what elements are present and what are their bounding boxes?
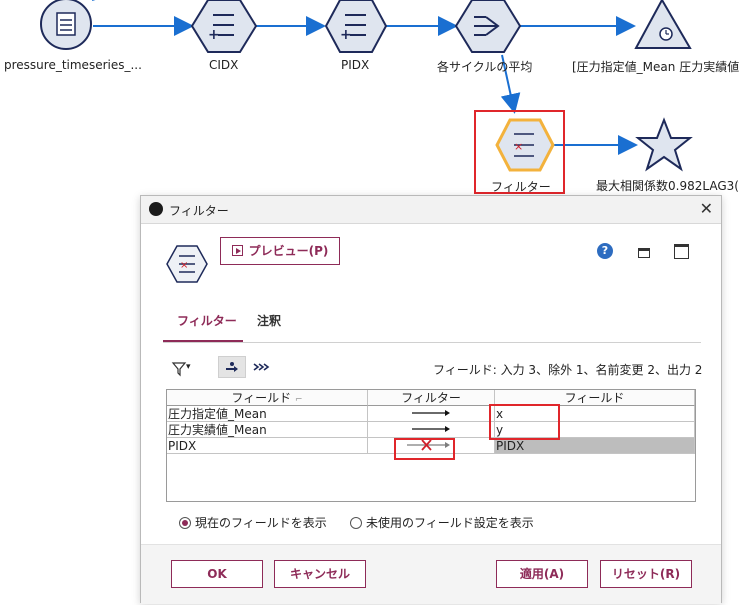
remove-arrow-icon bbox=[407, 439, 450, 451]
radio-show-unused-fields[interactable]: 未使用のフィールド設定を表示 bbox=[350, 514, 534, 531]
table-row-field[interactable]: 圧力指定値_Mean bbox=[167, 406, 368, 422]
preview-button[interactable]: プレビュー(P) bbox=[220, 237, 340, 265]
radio-checked-icon bbox=[179, 517, 191, 529]
node-label-star: 最大相関係数0.982LAG3( bbox=[596, 179, 739, 193]
node-label-pidx: PIDX bbox=[341, 58, 370, 72]
maximize-icon[interactable] bbox=[674, 244, 689, 259]
node-label-source: pressure_timeseries_... bbox=[4, 58, 142, 72]
dialog-titlebar: フィルター ✕ bbox=[141, 196, 721, 224]
table-row-field[interactable]: 圧力実績値_Mean bbox=[167, 422, 368, 438]
highlight-filter-node bbox=[474, 110, 565, 194]
single-field-icon bbox=[226, 362, 238, 372]
filter-table: フィールド ⌐ フィルター フィールド 圧力指定値_Mean x 圧力実績値_M… bbox=[166, 389, 696, 502]
aggregate-node-icon[interactable] bbox=[454, 0, 522, 53]
node-label-aggregate: 各サイクルの平均 bbox=[437, 60, 533, 74]
pass-arrow-icon bbox=[412, 410, 450, 416]
stream-links bbox=[92, 0, 638, 155]
reset-button[interactable]: リセット(R) bbox=[600, 560, 692, 588]
pass-arrow-cell[interactable] bbox=[368, 422, 495, 438]
help-icon[interactable]: ? bbox=[597, 243, 613, 259]
svg-text:+: + bbox=[340, 27, 352, 43]
plot-node-icon[interactable] bbox=[634, 0, 692, 49]
chevron-down-icon: ▾ bbox=[186, 362, 191, 372]
node-label-plot: [圧力指定値_Mean 圧力実績値 bbox=[572, 60, 739, 74]
minimize-icon[interactable] bbox=[638, 248, 650, 258]
ok-button[interactable]: OK bbox=[171, 560, 263, 588]
table-header-output-field[interactable]: フィールド bbox=[495, 390, 695, 406]
filter-dialog: フィルター ✕ × プレビュー(P) ? フィルター 注釈 ▾ bbox=[140, 195, 722, 604]
apply-button[interactable]: 適用(A) bbox=[496, 560, 588, 588]
funnel-icon bbox=[171, 362, 187, 377]
svg-text:×: × bbox=[514, 140, 523, 153]
cancel-button[interactable]: キャンセル bbox=[274, 560, 366, 588]
table-row-output[interactable]: PIDX bbox=[495, 438, 695, 454]
svg-text:+: + bbox=[208, 27, 220, 43]
radio-show-current-fields[interactable]: 現在のフィールドを表示 bbox=[179, 514, 327, 531]
table-row-field[interactable]: PIDX bbox=[167, 438, 368, 454]
filter-node-icon[interactable]: × bbox=[495, 118, 555, 172]
app-icon bbox=[149, 202, 163, 216]
highlight-renamed-fields bbox=[489, 404, 560, 440]
node-label-cidx: CIDX bbox=[209, 58, 239, 72]
pass-arrow-icon bbox=[412, 426, 450, 432]
tab-divider bbox=[163, 342, 701, 343]
table-row-output[interactable]: y bbox=[495, 422, 695, 438]
table-row-output[interactable]: x bbox=[495, 406, 695, 422]
preview-label: プレビュー(P) bbox=[248, 244, 329, 258]
single-field-toggle[interactable] bbox=[218, 356, 246, 378]
table-header-filter[interactable]: フィルター bbox=[368, 390, 495, 406]
table-header-field[interactable]: フィールド ⌐ bbox=[167, 390, 368, 406]
model-star-node-icon[interactable] bbox=[635, 117, 693, 172]
remove-arrow-cell[interactable] bbox=[368, 438, 495, 454]
dialog-footer: OK キャンセル 適用(A) リセット(R) bbox=[141, 544, 721, 604]
tab-notes[interactable]: 注釈 bbox=[257, 314, 282, 328]
pass-arrow-cell[interactable] bbox=[368, 406, 495, 422]
preview-play-icon bbox=[231, 245, 243, 256]
multi-field-toggle[interactable] bbox=[249, 356, 275, 378]
source-node-icon[interactable] bbox=[40, 0, 92, 50]
close-icon[interactable]: ✕ bbox=[699, 199, 713, 218]
dialog-title: フィルター bbox=[169, 204, 229, 218]
funnel-dropdown[interactable]: ▾ bbox=[171, 362, 196, 378]
filter-node-icon-dialog: × bbox=[166, 245, 208, 283]
multi-field-icon bbox=[253, 363, 270, 371]
radio-unchecked-icon bbox=[350, 517, 362, 529]
pidx-node-icon[interactable]: + bbox=[324, 0, 388, 53]
tab-active-underline bbox=[163, 340, 243, 342]
highlight-removed-field bbox=[394, 438, 455, 460]
svg-text:×: × bbox=[180, 260, 188, 271]
field-summary: フィールド: 入力 3、除外 1、名前変更 2、出力 2 bbox=[433, 363, 703, 377]
node-label-filter: フィルター bbox=[491, 180, 551, 194]
cidx-node-icon[interactable]: + bbox=[190, 0, 258, 53]
tab-filter[interactable]: フィルター bbox=[177, 314, 237, 328]
sort-icon: ⌐ bbox=[295, 395, 303, 405]
